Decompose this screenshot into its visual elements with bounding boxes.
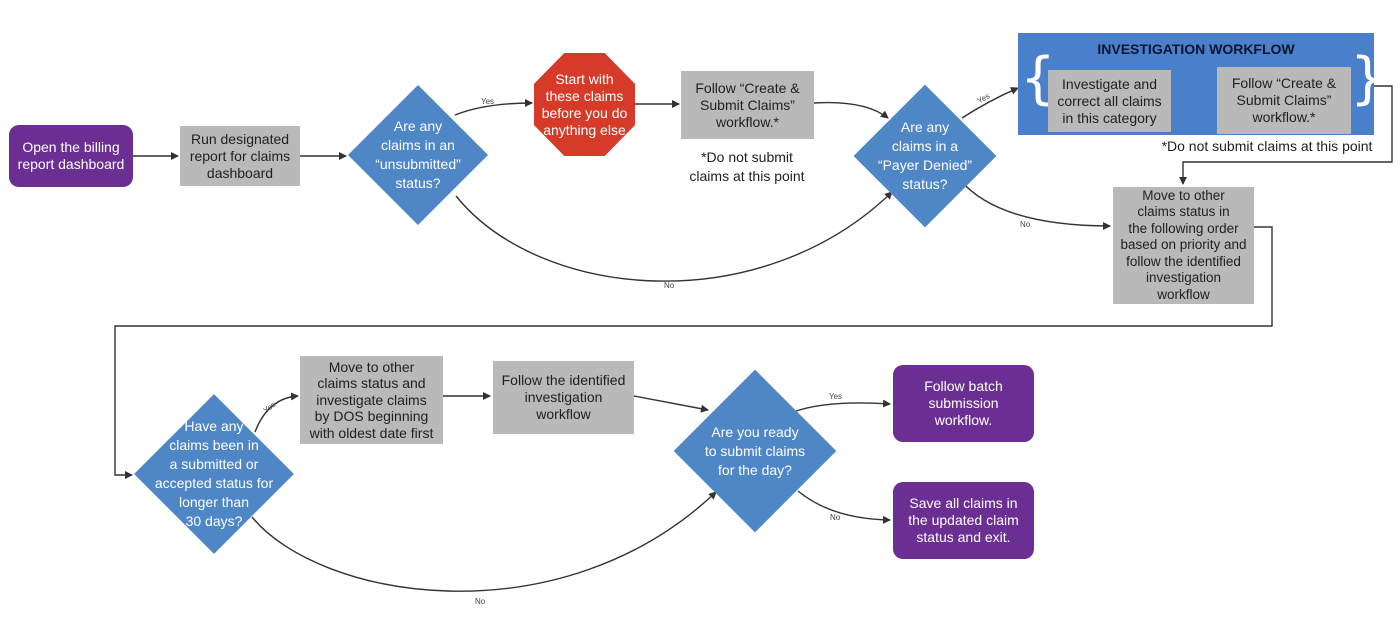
edge-label-ready-yes: Yes	[829, 392, 843, 401]
batch-submission-node: Follow batch submission workflow.	[893, 365, 1034, 442]
ready-to-submit-decision: Are you ready to submit claims for the d…	[673, 366, 837, 536]
follow-create-submit-node-2: Follow “Create & Submit Claims” workflow…	[1217, 67, 1351, 134]
save-exit-label: Save all claims in the updated claim sta…	[908, 495, 1019, 545]
edge-label-ready-no: No	[830, 513, 841, 522]
edge-follow-to-ready	[633, 395, 709, 413]
right-brace-icon: }	[1350, 46, 1386, 111]
edge-label-payer-no: No	[1020, 220, 1031, 229]
edge-payer-yes	[961, 87, 1019, 119]
edge-submitted30-no	[251, 491, 717, 592]
edge-panel-to-move	[1179, 85, 1393, 185]
follow-create-submit-label-1: Follow “Create & Submit Claims” workflow…	[695, 79, 800, 130]
batch-submission-label: Follow batch submission workflow.	[924, 378, 1003, 428]
payer-denied-decision-label: Are any claims in a “Payer Denied” statu…	[877, 118, 973, 192]
ready-to-submit-label: Are you ready to submit claims for the d…	[704, 423, 806, 478]
edge-ready-no	[797, 490, 891, 524]
start-claims-label: Start with these claims before you do an…	[541, 70, 628, 138]
start-claims-stop-node: Start with these claims before you do an…	[534, 53, 635, 156]
investigate-correct-label: Investigate and correct all claims in th…	[1057, 75, 1162, 126]
edge-move-to-second-row	[114, 226, 1273, 479]
edge-label-unsubmitted-no: No	[664, 281, 675, 290]
payer-denied-decision: Are any claims in a “Payer Denied” statu…	[853, 83, 997, 228]
unsubmitted-decision-label: Are any claims in an “unsubmitted” statu…	[375, 118, 461, 191]
run-report-label: Run designated report for claims dashboa…	[189, 130, 291, 181]
unsubmitted-decision: Are any claims in an “unsubmitted” statu…	[347, 84, 489, 226]
follow-create-submit-label-2: Follow “Create & Submit Claims” workflow…	[1231, 75, 1337, 125]
do-not-submit-note-2: *Do not submit claims at this point	[1161, 138, 1373, 154]
move-other-priority-node: Move to other claims status in the follo…	[1113, 187, 1254, 304]
move-other-priority-label: Move to other claims status in the follo…	[1120, 187, 1247, 302]
follow-create-submit-node-1: Follow “Create & Submit Claims” workflow…	[681, 71, 814, 139]
edge-label-unsubmitted-yes: Yes	[481, 97, 495, 106]
edge-submitted30-yes	[254, 392, 299, 433]
move-other-dos-label: Move to other claims status and investig…	[309, 358, 434, 441]
edge-follow-to-payer	[813, 101, 889, 119]
investigate-correct-node: Investigate and correct all claims in th…	[1048, 70, 1171, 132]
save-exit-node: Save all claims in the updated claim sta…	[893, 482, 1034, 559]
edge-unsubmitted-no	[455, 191, 893, 282]
move-other-dos-node: Move to other claims status and investig…	[300, 356, 443, 444]
edge-unsubmitted-yes	[454, 99, 533, 116]
follow-identified-node: Follow the identified investigation work…	[493, 361, 634, 434]
investigation-workflow-title: INVESTIGATION WORKFLOW	[1097, 41, 1295, 57]
open-billing-dashboard-label: Open the billing report dashboard	[17, 139, 125, 172]
open-billing-dashboard-node: Open the billing report dashboard	[9, 125, 133, 187]
run-report-node: Run designated report for claims dashboa…	[180, 126, 300, 186]
edge-payer-no	[959, 179, 1111, 230]
edge-ready-yes	[795, 399, 891, 412]
submitted-30-days-label: Have any claims been in a submitted or a…	[154, 418, 274, 529]
edge-label-submitted30-no: No	[475, 597, 486, 606]
submitted-30-days-decision: Have any claims been in a submitted or a…	[134, 390, 294, 558]
do-not-submit-note-1: *Do not submit claims at this point	[689, 149, 805, 184]
follow-identified-label: Follow the identified investigation work…	[501, 372, 626, 422]
